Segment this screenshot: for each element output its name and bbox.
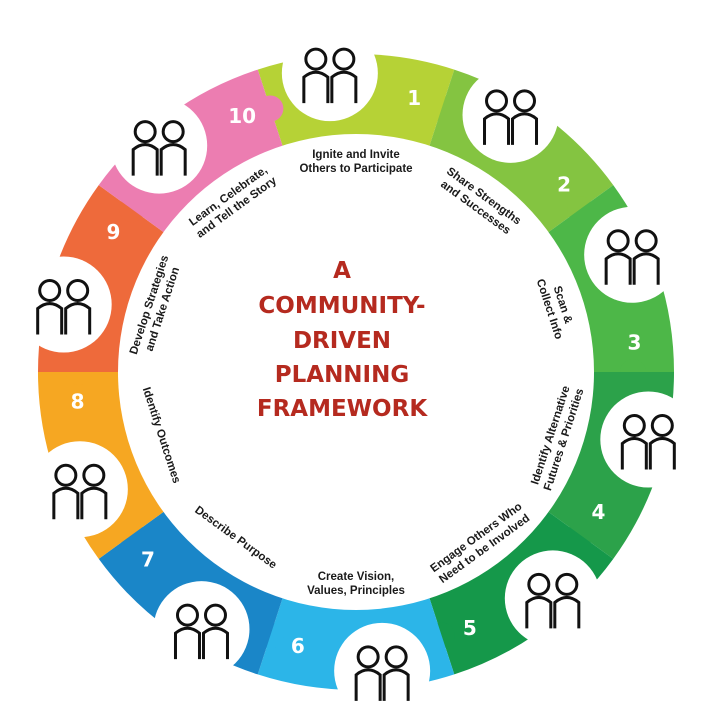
step-number: 1 bbox=[407, 86, 421, 110]
magnifying-glass-community-icon bbox=[584, 206, 681, 303]
inner-circle bbox=[118, 134, 594, 610]
people-calling-out-icon bbox=[504, 550, 601, 647]
step-number: 4 bbox=[592, 500, 606, 524]
step-number: 2 bbox=[557, 173, 571, 197]
step-number: 9 bbox=[107, 220, 121, 244]
step-number: 8 bbox=[71, 389, 85, 413]
title-line: PLANNING bbox=[275, 362, 410, 388]
step-label: Create Vision, Values, Principles bbox=[307, 571, 405, 597]
people-carrying-arrow-icon bbox=[15, 256, 112, 353]
people-celebrating-book-icon bbox=[111, 97, 208, 194]
title-line: FRAMEWORK bbox=[257, 396, 428, 422]
people-presentation-board-icon bbox=[600, 391, 697, 488]
title-line: DRIVEN bbox=[293, 328, 391, 354]
step-number: 5 bbox=[463, 616, 477, 640]
step-label-line: Create Vision, bbox=[318, 571, 395, 583]
people-connecting-cable-icon bbox=[153, 581, 250, 678]
step-label-line: Others to Participate bbox=[299, 163, 412, 175]
people-lifting-weights-icon bbox=[462, 66, 559, 163]
person-thought-checkmark-icon bbox=[334, 622, 431, 709]
people-question-mark-icon bbox=[31, 441, 128, 538]
step-number: 6 bbox=[291, 634, 305, 658]
puzzle-tab bbox=[257, 95, 284, 122]
step-number: 3 bbox=[628, 331, 642, 355]
step-label-line: Values, Principles bbox=[307, 585, 405, 597]
people-torch-icon bbox=[281, 25, 378, 122]
title-line: A bbox=[333, 258, 351, 284]
diagram-title: A COMMUNITY- DRIVEN PLANNING FRAMEWORK bbox=[257, 258, 428, 422]
title-line: COMMUNITY- bbox=[258, 293, 425, 319]
step-label-line: Ignite and Invite bbox=[312, 149, 400, 161]
step-number: 7 bbox=[141, 547, 155, 571]
step-number: 10 bbox=[228, 104, 256, 128]
